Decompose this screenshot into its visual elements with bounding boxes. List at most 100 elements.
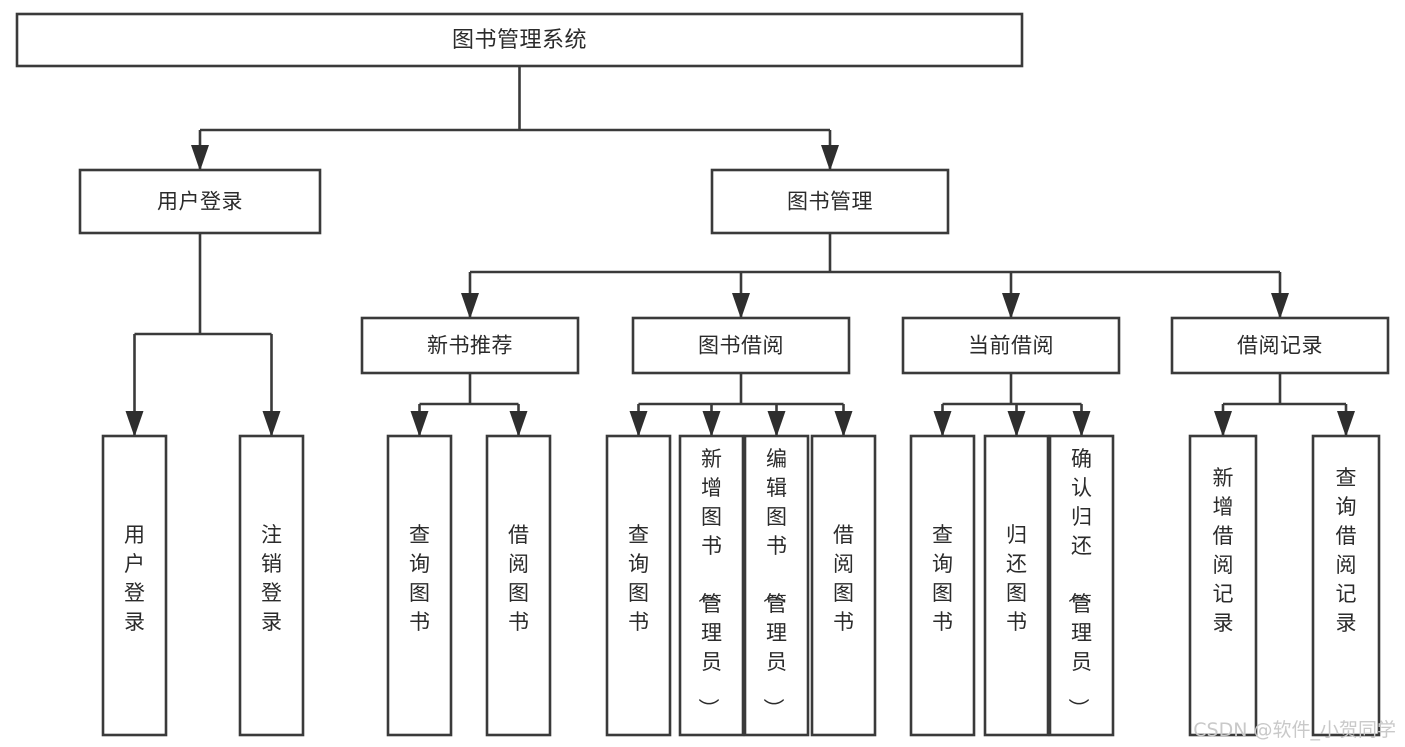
leaf-char: 图 — [701, 505, 722, 529]
leaf-user-login-do[interactable]: 用户登录 — [101, 434, 168, 737]
leaf-char: 录 — [261, 610, 282, 634]
leaf-user-logout[interactable]: 注销登录 — [238, 434, 305, 737]
leaf-char: 查 — [628, 523, 649, 547]
leaf-char: 还 — [1006, 552, 1027, 576]
leaf-box-query-book-3 — [909, 434, 976, 737]
leaf-char: 图 — [508, 581, 529, 605]
leaf-char: ） — [696, 698, 720, 719]
csdn-watermark: CSDN @软件_小贺同学 — [1193, 719, 1396, 741]
leaf-add-borrow-record[interactable]: 新增借阅记录 — [1188, 434, 1258, 737]
leaf-query-borrow-record[interactable]: 查询借阅记录 — [1311, 434, 1381, 737]
leaf-borrow-book-2[interactable]: 借阅图书 — [810, 434, 877, 737]
leaf-char: 借 — [508, 523, 529, 547]
leaf-char: 注 — [261, 523, 282, 547]
borrow-record-arrow-1 — [1337, 411, 1355, 437]
leaf-char: 书 — [508, 610, 529, 634]
leaf-add-book-admin[interactable]: 新增图书（管理员） — [678, 434, 745, 737]
leaf-char: 图 — [833, 581, 854, 605]
leaf-char: 管 — [1071, 592, 1092, 616]
leaf-box-confirm-return-admin — [1048, 434, 1115, 737]
leaf-char: 理 — [701, 621, 722, 645]
leaf-char: ） — [1066, 698, 1090, 719]
leaf-borrow-book-1[interactable]: 借阅图书 — [485, 434, 552, 737]
root-arrow-0 — [191, 145, 209, 171]
leaf-char: 阅 — [833, 552, 854, 576]
leaf-query-book-3[interactable]: 查询图书 — [909, 434, 976, 737]
node-label-book-manage: 图书管理 — [787, 190, 873, 214]
leaf-char: 书 — [932, 610, 953, 634]
leaf-char: 图 — [932, 581, 953, 605]
leaf-return-book[interactable]: 归还图书 — [983, 434, 1050, 737]
leaf-char: 新 — [1213, 466, 1234, 490]
leaf-label-query-book-2: 查询图书 — [628, 523, 649, 634]
leaf-label-borrow-book-1: 借阅图书 — [508, 523, 529, 634]
leaf-char: 书 — [833, 610, 854, 634]
leaf-char: （ — [1066, 582, 1090, 603]
node-label-borrow-record: 借阅记录 — [1237, 334, 1323, 358]
leaf-box-return-book — [983, 434, 1050, 737]
leaf-char: 询 — [1336, 495, 1357, 519]
node-root[interactable]: 图书管理系统 — [15, 12, 1024, 68]
leaf-char: 阅 — [508, 552, 529, 576]
leaf-query-book-1[interactable]: 查询图书 — [386, 434, 453, 737]
leaf-label-user-logout: 注销登录 — [261, 523, 282, 634]
leaf-char: 图 — [409, 581, 430, 605]
current-borrow-arrow-2 — [1072, 411, 1091, 437]
leaf-char: 编 — [766, 447, 787, 471]
leaf-char: 辑 — [766, 476, 787, 500]
leaf-edit-book-admin[interactable]: 编辑图书（管理员） — [743, 434, 810, 737]
leaf-char: 用 — [124, 523, 145, 547]
leaf-char: 书 — [1006, 610, 1027, 634]
current-borrow-arrow-1 — [1007, 411, 1026, 437]
node-new-book-recommend[interactable]: 新书推荐 — [360, 316, 580, 375]
leaf-box-query-book-2 — [605, 434, 672, 737]
leaf-char: 登 — [124, 581, 145, 605]
leaf-char: （ — [761, 582, 785, 603]
leaf-box-user-login-do — [101, 434, 168, 737]
node-box-borrow-record — [1170, 316, 1390, 375]
leaf-char: 录 — [124, 610, 145, 634]
leaf-char: 归 — [1071, 505, 1092, 529]
leaf-label-add-book-admin: 新增图书（管理员） — [696, 447, 722, 719]
node-borrow-record[interactable]: 借阅记录 — [1170, 316, 1390, 375]
leaf-char: 书 — [766, 534, 787, 558]
leaf-confirm-return-admin[interactable]: 确认归还（管理员） — [1048, 434, 1115, 737]
node-box-current-borrow — [901, 316, 1121, 375]
node-book-borrow[interactable]: 图书借阅 — [631, 316, 851, 375]
node-book-manage[interactable]: 图书管理 — [710, 168, 950, 235]
leaf-char: 确 — [1071, 447, 1092, 471]
leaf-char: 查 — [409, 523, 430, 547]
leaf-box-user-logout — [238, 434, 305, 737]
leaf-char: 员 — [701, 650, 722, 674]
leaf-box-add-borrow-record — [1188, 434, 1258, 737]
leaf-query-book-2[interactable]: 查询图书 — [605, 434, 672, 737]
leaf-char: 理 — [766, 621, 787, 645]
leaf-char: 销 — [261, 552, 282, 576]
leaf-char: 增 — [1213, 495, 1234, 519]
leaf-char: ） — [761, 698, 785, 719]
leaf-char: 归 — [1006, 523, 1027, 547]
leaf-char: 增 — [701, 476, 722, 500]
leaf-char: 理 — [1071, 621, 1092, 645]
book-borrow-arrow-2 — [767, 411, 786, 437]
leaf-char: 管 — [766, 592, 787, 616]
leaf-char: 书 — [409, 610, 430, 634]
leaf-box-add-book-admin — [678, 434, 745, 737]
node-label-current-borrow: 当前借阅 — [968, 334, 1054, 358]
leaf-char: 查 — [932, 523, 953, 547]
leaf-char: （ — [696, 582, 720, 603]
boxes-layer: 图书管理系统用户登录用户登录注销登录图书管理新书推荐查询图书借阅图书图书借阅查询… — [15, 12, 1390, 737]
leaf-box-query-borrow-record — [1311, 434, 1381, 737]
node-current-borrow[interactable]: 当前借阅 — [901, 316, 1121, 375]
node-box-book-borrow — [631, 316, 851, 375]
new-book-recommend-arrow-0 — [410, 411, 429, 437]
node-box-root — [15, 12, 1024, 68]
leaf-label-query-book-1: 查询图书 — [409, 523, 430, 634]
node-user-login[interactable]: 用户登录 — [78, 168, 322, 235]
book-borrow-arrow-0 — [629, 411, 648, 437]
node-label-book-borrow: 图书借阅 — [698, 334, 784, 358]
leaf-char: 借 — [833, 523, 854, 547]
book-manage-arrow-0 — [461, 293, 479, 319]
leaf-char: 管 — [701, 592, 722, 616]
